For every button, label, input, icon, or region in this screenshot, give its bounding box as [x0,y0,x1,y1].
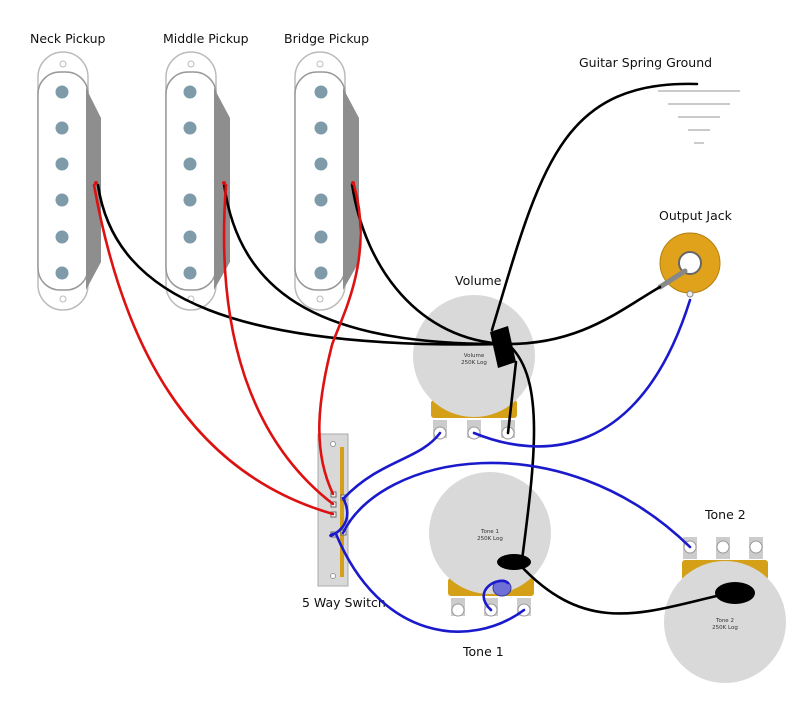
tone-ground-wire [508,344,536,562]
neck-pole-pieces [55,85,69,280]
bridge-hot-wire [318,183,362,496]
tone2-pot-value: 250K Log [712,625,738,631]
spring-ground-label: Guitar Spring Ground [579,55,712,70]
switch-jumper-wire [329,496,349,537]
bridge-pole-pieces [314,85,328,280]
tone1-label: Tone 1 [462,644,504,659]
jack-ground-wire [503,285,662,346]
pole-piece [55,193,69,207]
spring-ground-wire [490,82,699,332]
pole-piece [55,157,69,171]
jack-hole [678,251,702,275]
pole-piece [314,230,328,244]
neck-pickup-cover [37,71,89,291]
bridge-pickup-label: Bridge Pickup [284,31,369,46]
pole-piece [183,121,197,135]
pole-piece [183,230,197,244]
tone1-solder-blob [497,554,531,570]
switch-hole-top [330,441,336,447]
bridge-mount-hole-bottom [316,295,324,303]
tone2-pot: Tone 2 250K Log [664,537,786,683]
ground-symbol [658,90,740,144]
tone1-pot-value: 250K Log [477,536,503,542]
tone2-pot-body [664,561,786,683]
pole-piece [314,121,328,135]
pole-piece [183,157,197,171]
tone2-pot-name: Tone 2 [715,618,734,624]
tone2-solder-blob [715,582,755,604]
bridge-lead-dot [351,181,355,185]
pole-piece [314,193,328,207]
middle-ground-wire [222,182,507,346]
middle-pickup-bevel [214,88,230,290]
switch-to-tone2-wire [341,461,692,549]
lug-hole [716,540,730,554]
middle-hot-wire [222,183,335,506]
volume-label: Volume [455,273,502,288]
tone2-lugs [683,537,763,559]
tone1-cap-wire [482,579,510,612]
switch-label: 5 Way Switch [302,595,386,610]
tone1-pot-name: Tone 1 [480,529,499,535]
pole-piece [183,266,197,280]
pole-piece [314,157,328,171]
middle-pickup-label: Middle Pickup [163,31,249,46]
volume-pot-body [413,295,535,417]
tone2-label: Tone 2 [704,507,746,522]
volume-lug-ground-wire [506,360,518,435]
signal-wires [329,298,692,633]
neck-mount-hole-top [59,60,67,68]
output-jack-label: Output Jack [659,208,733,223]
pole-piece [183,193,197,207]
neck-lead-dot [94,181,98,185]
neck-mount-hole-bottom [59,295,67,303]
lug-hole [749,540,763,554]
switch-hole-bottom [330,573,336,579]
neck-pickup [37,51,101,311]
neck-pickup-label: Neck Pickup [30,31,106,46]
volume-lugs [433,420,515,440]
switch-to-volume-wire [342,431,442,500]
middle-mount-hole-top [187,60,195,68]
pole-piece [314,266,328,280]
lug-hole [451,603,465,617]
switch-to-tone1-wire [334,532,526,633]
pole-piece [55,85,69,99]
hot-wires [92,183,362,516]
tone2-ground-wire [518,563,732,615]
middle-lead-dot [222,181,226,185]
middle-pickup [165,51,230,311]
volume-to-jack-wire [472,298,692,448]
pole-piece [55,230,69,244]
volume-pot: Volume 250K Log [413,295,535,440]
bridge-pickup-cover [294,71,346,291]
bridge-pickup-bevel [343,88,359,290]
neck-hot-wire [92,183,335,516]
pole-piece [55,121,69,135]
jack-tip-lug [657,268,688,290]
volume-pot-value: 250K Log [461,360,487,366]
pole-piece [183,85,197,99]
volume-pot-name: Volume [464,353,485,359]
bridge-pickup [294,51,359,311]
pole-piece [55,266,69,280]
output-jack [657,232,721,298]
tone1-pot: Tone 1 250K Log [429,472,551,617]
middle-pole-pieces [183,85,197,280]
volume-solder-blob [490,326,516,368]
bridge-mount-hole-top [316,60,324,68]
neck-ground-wire [96,183,507,346]
middle-pickup-cover [165,71,217,291]
jack-sleeve-lug [686,290,694,298]
pole-piece [314,85,328,99]
switch-rail [340,447,344,577]
